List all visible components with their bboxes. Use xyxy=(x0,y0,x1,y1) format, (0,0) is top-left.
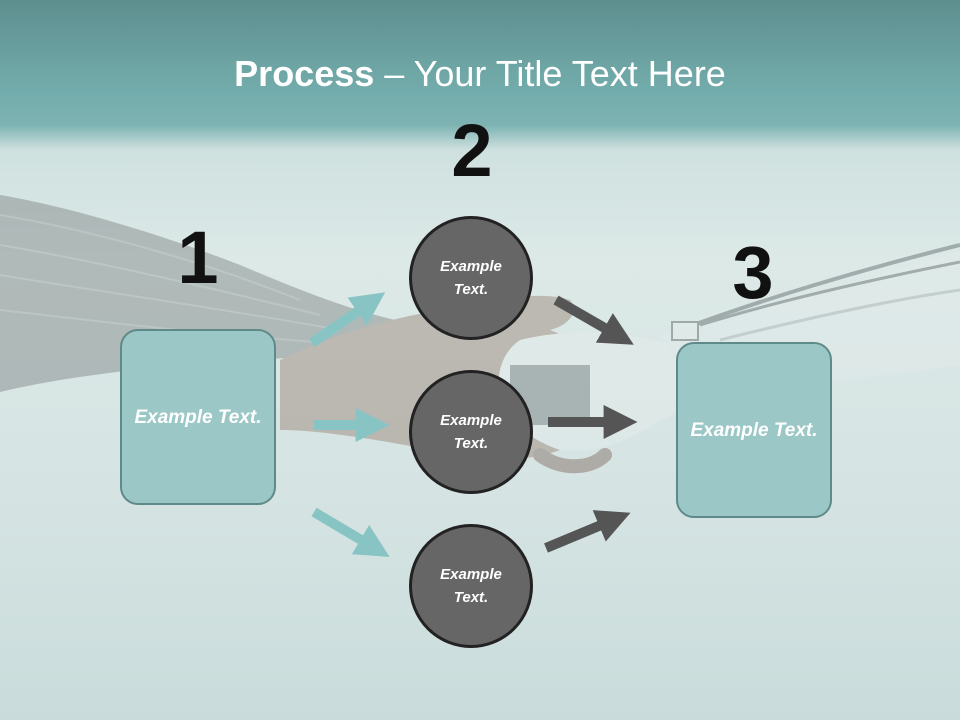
left-step-box: Example Text. xyxy=(120,329,276,505)
step-circle-top: Example Text. xyxy=(409,216,533,340)
step-number-2: 2 xyxy=(451,109,493,192)
slide-title: Process – Your Title Text Here xyxy=(0,52,960,96)
title-bold-word: Process xyxy=(234,53,375,94)
right-step-box: Example Text. xyxy=(676,342,832,518)
step-number-1: 1 xyxy=(177,216,219,299)
arrow-left-to-top xyxy=(309,292,386,348)
arrow-bottom-to-right xyxy=(544,510,631,553)
step-circle-middle: Example Text. xyxy=(409,370,533,494)
arrow-left-to-bottom xyxy=(311,507,390,557)
arrow-top-to-right xyxy=(553,295,634,345)
step-number-3: 3 xyxy=(732,231,774,314)
step-circle-bottom: Example Text. xyxy=(409,524,533,648)
title-rest-text: – Your Title Text Here xyxy=(374,53,726,94)
